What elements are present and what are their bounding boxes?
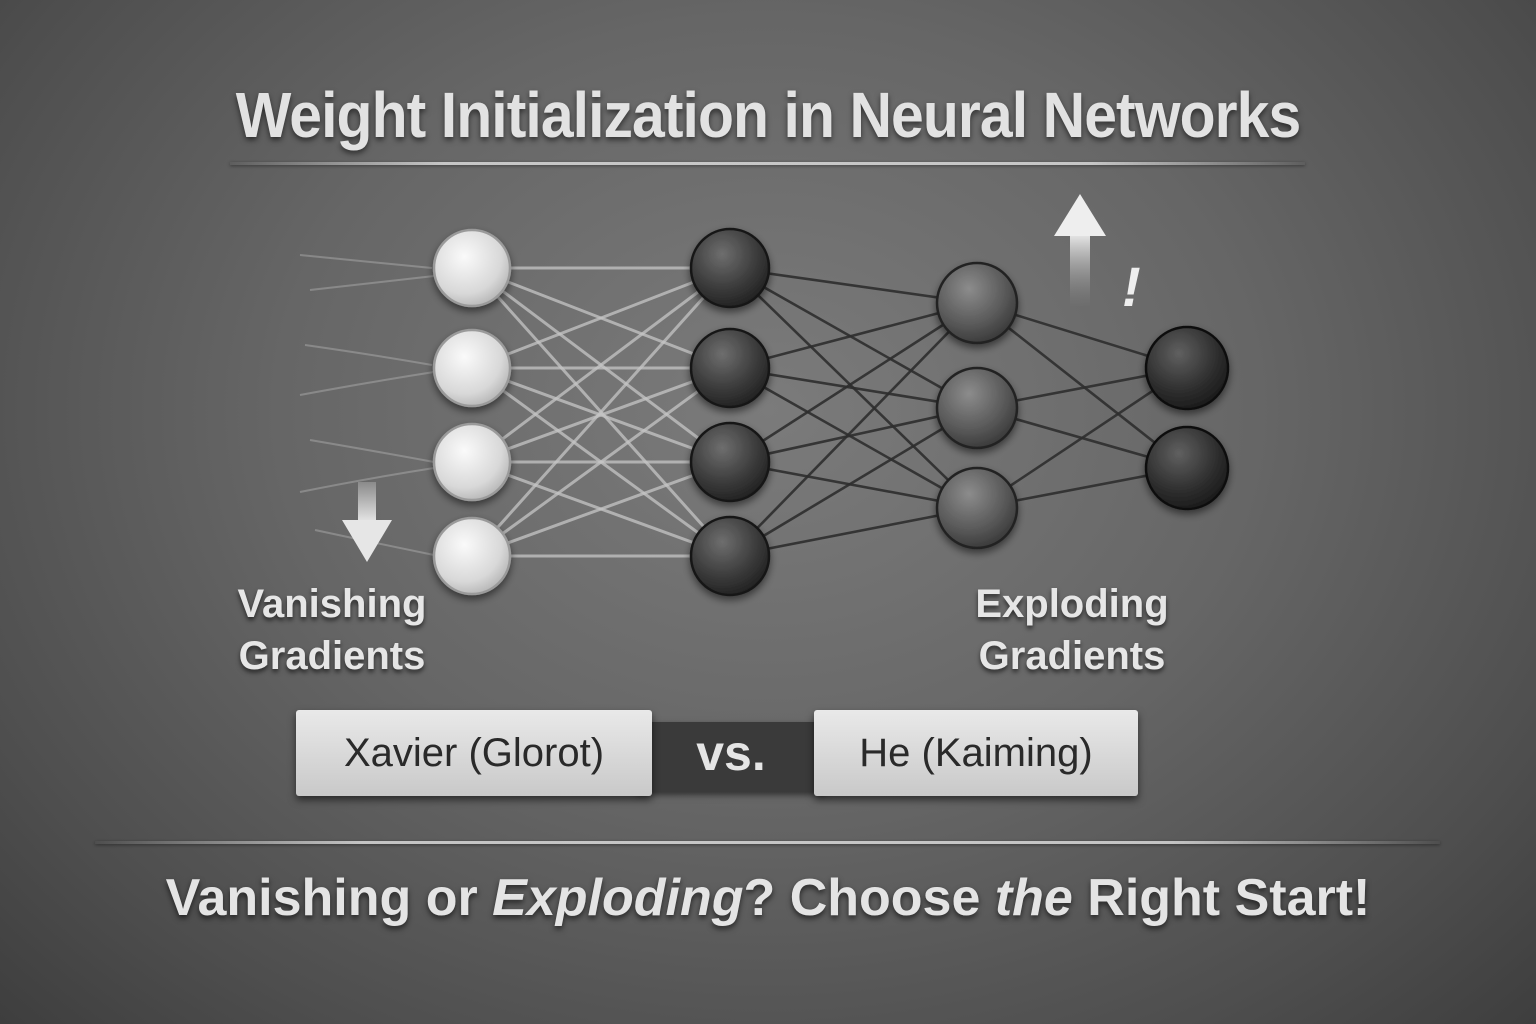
neuron-layer-2 xyxy=(689,421,771,503)
down-arrow-icon xyxy=(342,482,392,562)
connection-line xyxy=(729,506,978,558)
connection-line xyxy=(729,406,978,558)
page-title: Weight Initialization in Neural Networks xyxy=(235,79,1302,151)
network-diagram: ! xyxy=(299,194,1230,597)
vanishing-gradients-label: Vanishing Gradients xyxy=(202,578,462,682)
neuron-layer-1 xyxy=(432,516,512,596)
connection-line xyxy=(729,366,978,410)
tagline-part: or xyxy=(425,869,493,927)
xavier-glorot-box: Xavier (Glorot) xyxy=(296,710,652,796)
vs-label: vs. xyxy=(696,725,766,781)
connection-line xyxy=(471,366,731,558)
neuron-layer-1 xyxy=(432,422,512,502)
tagline-part-italic: Exploding xyxy=(492,869,744,927)
connection-line xyxy=(471,366,731,464)
exploding-gradients-label: Exploding Gradients xyxy=(942,578,1202,682)
motion-streak xyxy=(299,467,435,493)
connection-line xyxy=(729,266,978,410)
exclamation-mark: ! xyxy=(1122,255,1141,318)
connection-line xyxy=(471,266,731,370)
xavier-glorot-label: Xavier (Glorot) xyxy=(343,730,605,775)
neuron-layer-4 xyxy=(1144,325,1230,411)
up-arrow-icon xyxy=(1054,194,1106,306)
comparison-bar: Xavier (Glorot) vs. He (Kaiming) xyxy=(296,710,1138,796)
motion-streaks xyxy=(299,254,435,556)
connection-line xyxy=(729,301,978,370)
exploding-label-line2: Gradients xyxy=(978,634,1166,678)
tagline: Vanishing or Exploding? Choose the Right… xyxy=(0,868,1536,928)
motion-streak xyxy=(299,254,433,269)
connection-line xyxy=(729,266,978,305)
exploding-label-line1: Exploding xyxy=(975,582,1169,626)
connection-line xyxy=(729,460,978,510)
vanishing-label-line1: Vanishing xyxy=(237,582,427,626)
neuron-layer-2 xyxy=(689,227,771,309)
neuron-layer-3 xyxy=(935,466,1019,550)
title-divider xyxy=(230,162,1305,165)
connection-line xyxy=(470,266,732,558)
he-kaiming-box: He (Kaiming) xyxy=(814,710,1138,796)
he-kaiming-label: He (Kaiming) xyxy=(859,730,1093,775)
motion-streak xyxy=(309,275,435,291)
connection-line xyxy=(729,366,978,510)
bottom-divider xyxy=(95,841,1440,844)
neuron-layer-2 xyxy=(689,515,771,597)
tagline-part: Vanishing xyxy=(165,869,426,927)
motion-streak xyxy=(304,344,433,366)
connection-line xyxy=(729,302,978,557)
connection-line xyxy=(729,406,978,464)
neuron-layer-2 xyxy=(689,327,771,409)
neuron-layer-3 xyxy=(935,366,1019,450)
connection-line xyxy=(471,460,731,558)
connection-line xyxy=(471,266,731,464)
tagline-part-italic: the xyxy=(994,869,1073,927)
neuron-layer-3 xyxy=(935,261,1019,345)
connections xyxy=(470,266,1188,558)
neuron-layer-4 xyxy=(1144,425,1230,511)
tagline-part: Right Start! xyxy=(1072,869,1371,927)
motion-streak xyxy=(309,439,435,463)
connection-line xyxy=(729,301,978,464)
neurons xyxy=(432,227,1230,597)
vs-band xyxy=(636,722,826,792)
neuron-layer-1 xyxy=(432,328,512,408)
neuron-layer-1 xyxy=(432,228,512,308)
motion-streak xyxy=(299,371,435,396)
tagline-part: ? Choose xyxy=(743,869,995,927)
connection-line xyxy=(976,301,1188,470)
motion-streak xyxy=(314,529,435,556)
vanishing-label-line2: Gradients xyxy=(238,634,426,678)
